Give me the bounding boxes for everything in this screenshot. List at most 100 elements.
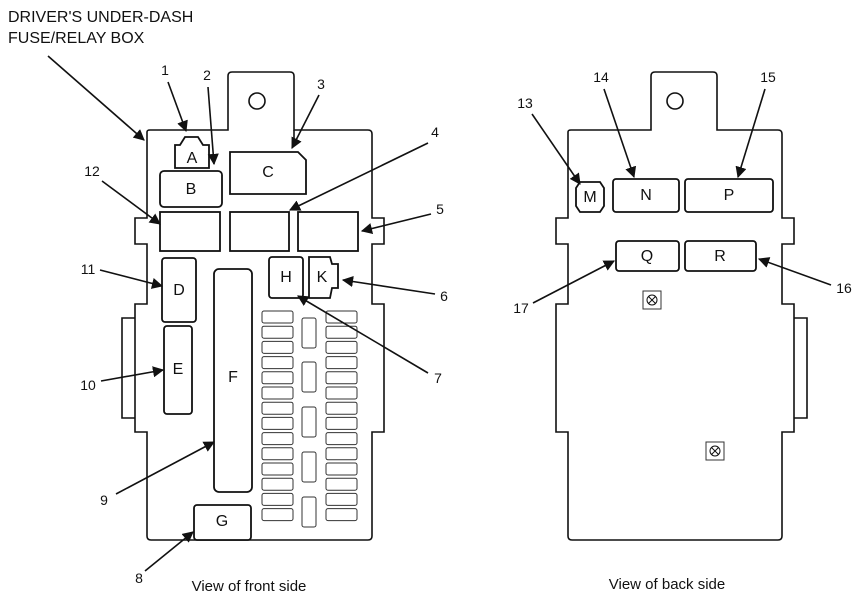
svg-text:K: K (317, 269, 328, 286)
component-K: K (308, 256, 339, 299)
component-N: N (612, 178, 680, 213)
relay-slot-4 (229, 211, 290, 252)
fuse-slot (261, 416, 294, 430)
component-E: E (163, 325, 193, 415)
svg-text:C: C (262, 164, 274, 181)
callout-5: 5 (436, 201, 444, 217)
fuse-slot (325, 462, 358, 476)
component-D: D (161, 257, 197, 323)
relay-slot-12 (159, 211, 221, 252)
leader-1 (167, 81, 188, 133)
callout-7: 7 (434, 370, 442, 386)
fuse-slot (261, 340, 294, 354)
back-side-housing (555, 71, 808, 541)
fuse-slot (325, 477, 358, 491)
component-M: M (575, 181, 605, 213)
leader-12 (101, 180, 161, 225)
front-side-caption: View of front side (192, 578, 307, 595)
component-Q: Q (615, 240, 680, 272)
fuse-slot (261, 401, 294, 415)
svg-text:P: P (724, 187, 735, 204)
svg-text:G: G (216, 513, 228, 530)
fuse-slot (325, 371, 358, 385)
callout-15: 15 (760, 69, 776, 85)
leader-14 (603, 88, 637, 179)
svg-text:B: B (186, 181, 197, 198)
component-C: C (229, 151, 307, 195)
svg-text:D: D (173, 282, 185, 299)
leader-7 (297, 295, 429, 374)
svg-text:M: M (583, 189, 596, 206)
leader-3 (291, 94, 320, 149)
fuse-slot (325, 401, 358, 415)
svg-text:Q: Q (641, 248, 653, 265)
fuse-slot (261, 356, 294, 370)
fuse-slot (301, 361, 317, 393)
fuse-slot (261, 325, 294, 339)
fuse-slot (261, 432, 294, 446)
fuse-slot (261, 371, 294, 385)
fuse-slot (325, 356, 358, 370)
svg-text:F: F (228, 369, 238, 386)
callout-16: 16 (836, 280, 852, 296)
component-A: A (174, 136, 210, 169)
callout-1: 1 (161, 62, 169, 78)
leader-17 (532, 260, 615, 304)
component-R: R (684, 240, 757, 272)
callout-2: 2 (203, 67, 211, 83)
callout-3: 3 (317, 76, 325, 92)
fuse-slot (301, 451, 317, 483)
leader-9 (115, 441, 215, 495)
fuse-slot (261, 508, 294, 522)
callout-12: 12 (84, 163, 100, 179)
leader-6 (341, 275, 436, 295)
callout-10: 10 (80, 377, 96, 393)
fuse-slot (325, 325, 358, 339)
title-leader (47, 55, 145, 141)
fuse-slot (261, 310, 294, 324)
leader-2 (207, 86, 219, 166)
leader-13 (531, 113, 581, 185)
callout-8: 8 (135, 570, 143, 586)
leader-16 (757, 257, 832, 286)
fuse-grid (261, 310, 358, 528)
callout-14: 14 (593, 69, 609, 85)
svg-text:E: E (173, 361, 184, 378)
fuse-slot (261, 462, 294, 476)
callout-11: 11 (81, 261, 96, 277)
callout-17: 17 (513, 300, 529, 316)
fuse-slot (301, 496, 317, 528)
callout-13: 13 (517, 95, 533, 111)
leader-10 (100, 366, 165, 382)
screw-icon (705, 441, 725, 461)
component-G: G (193, 504, 252, 541)
fuse-slot (325, 416, 358, 430)
leader-11 (99, 269, 164, 289)
screw-icon (642, 290, 662, 310)
back-side-caption: View of back side (609, 576, 725, 593)
fuse-slot (261, 492, 294, 506)
fuse-slot (261, 386, 294, 400)
callout-9: 9 (100, 492, 108, 508)
fuse-slot (261, 447, 294, 461)
leader-15 (735, 88, 766, 179)
component-H: H (268, 256, 304, 299)
component-F: F (213, 268, 253, 493)
fuse-slot (301, 317, 317, 349)
callout-4: 4 (431, 124, 439, 140)
diagram-title-line-2: FUSE/RELAY BOX (8, 30, 145, 47)
fuse-slot (325, 310, 358, 324)
fuse-slot (301, 406, 317, 438)
leader-5 (360, 213, 432, 235)
leader-4 (288, 142, 429, 211)
diagram-title-line-1: DRIVER'S UNDER-DASH (8, 9, 193, 26)
fuse-slot (261, 477, 294, 491)
fuse-slot (325, 432, 358, 446)
fuse-slot (325, 447, 358, 461)
relay-slot-5 (297, 211, 359, 252)
front-side-housing (121, 71, 385, 541)
component-B: B (159, 170, 223, 208)
fuse-slot (325, 386, 358, 400)
svg-text:A: A (187, 150, 198, 167)
